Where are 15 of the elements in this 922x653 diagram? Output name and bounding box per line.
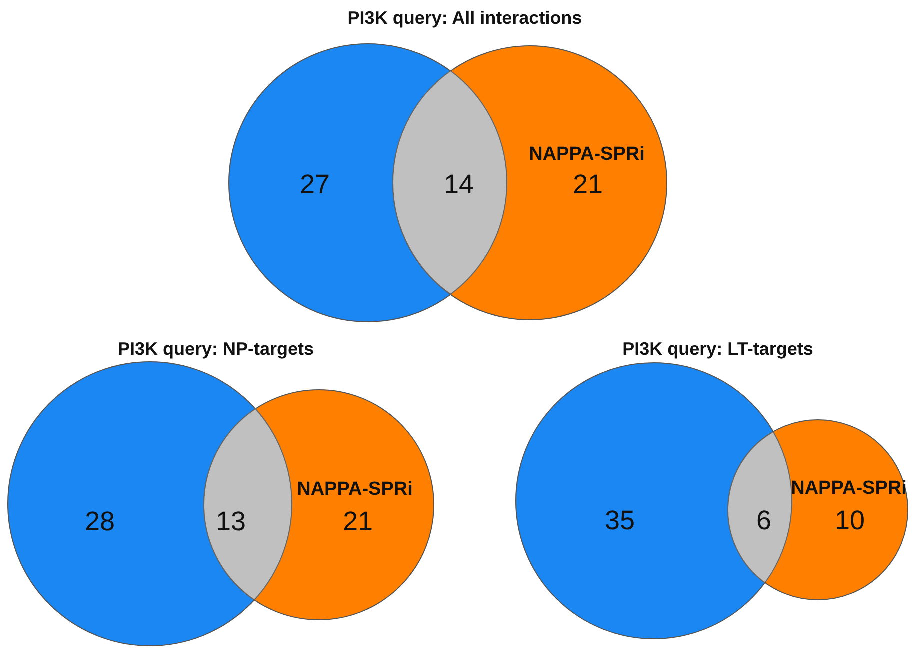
count-value: 28: [84, 506, 116, 538]
panel-title: PI3K query: All interactions: [348, 8, 582, 29]
count-value: 10: [834, 506, 866, 536]
count-value: 13: [216, 506, 246, 538]
count-value: 21: [572, 170, 604, 200]
set-label: NAPPA-SPRi: [791, 478, 907, 500]
count-value: 21: [342, 506, 374, 538]
count-value: 6: [756, 505, 772, 536]
count-value: 27: [300, 170, 330, 200]
count-value: 35: [604, 506, 636, 536]
set-label: NAPPA-SPRi: [297, 479, 413, 501]
panel-title: PI3K query: NP-targets: [118, 339, 314, 360]
set-label: NAPPA-SPRi: [529, 144, 645, 166]
count-value: 14: [444, 169, 474, 200]
panel-title: PI3K query: LT-targets: [622, 339, 814, 360]
